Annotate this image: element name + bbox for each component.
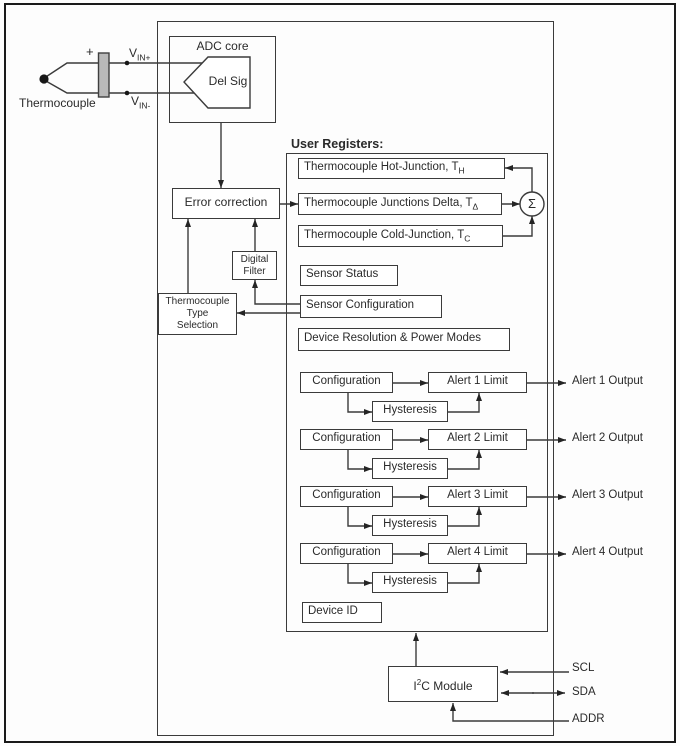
junction-dot-plus [124,60,130,66]
arrow-config-to-hysteresis-3 [347,507,372,529]
vin-plus-label: VIN+ [129,46,151,63]
alert3-output-label: Alert 3 Output [572,489,643,501]
terminal-block-icon [97,52,110,98]
register-hot-junction: Thermocouple Hot-Junction, TH [298,158,505,179]
digital-filter-line2: Filter [243,265,266,277]
arrow-config-to-hysteresis-2 [347,450,372,472]
register-junctions-delta: Thermocouple Junctions Delta, TΔ [298,193,502,215]
alert2-output-label: Alert 2 Output [572,432,643,444]
arrow-hysteresis-to-limit-4 [448,564,482,584]
device-boundary [157,21,554,736]
alert4-output-label: Alert 4 Output [572,546,643,558]
del-sig-label: Del Sig [208,74,248,88]
user-registers-title: User Registers: [291,137,384,151]
alert4-limit-box: Alert 4 Limit [428,543,527,564]
register-sensor-configuration: Sensor Configuration [300,295,442,318]
i2c-module-box: I2C Module [388,666,498,702]
arrow-config-to-hysteresis-4 [347,564,372,586]
alert1-configuration-box: Configuration [300,372,393,393]
alert1-limit-box: Alert 1 Limit [428,372,527,393]
delta-sigma-pentagon-icon [183,56,251,109]
digital-filter-box: Digital Filter [232,251,277,280]
user-registers-box [286,153,548,632]
register-device-resolution: Device Resolution & Power Modes [298,328,510,351]
thermocouple-type-selection-box: Thermocouple Type Selection [158,293,237,335]
plus-sign-label: + [86,44,94,59]
arrow-cold-to-sigma [503,216,535,237]
page-border [4,3,676,743]
arrow-sigma-to-hot [505,165,533,192]
alert2-limit-box: Alert 2 Limit [428,429,527,450]
junction-dot-minus [124,90,130,96]
alert1-output-label: Alert 1 Output [572,375,643,387]
digital-filter-line1: Digital [240,253,269,265]
alert3-limit-box: Alert 3 Limit [428,486,527,507]
adc-core-box [169,36,276,123]
arrow-hysteresis-to-limit-1 [448,393,482,413]
thermocouple-label: Thermocouple [19,96,96,110]
thermocouple-wire-top [44,62,207,79]
type-selection-line2: Type [186,308,209,320]
arrow-config-to-filter [252,280,300,305]
pin-sda-label: SDA [572,686,596,698]
arrow-hysteresis-to-limit-2 [448,450,482,470]
thermocouple-wire-bottom [44,79,200,94]
adc-core-title: ADC core [196,39,249,53]
register-device-id: Device ID [302,602,382,623]
type-selection-line3: Selection [176,319,219,331]
sigma-symbol: Σ [527,196,537,211]
alert3-configuration-box: Configuration [300,486,393,507]
alert1-hysteresis-box: Hysteresis [372,401,448,422]
alert4-configuration-box: Configuration [300,543,393,564]
arrow-config-to-hysteresis-1 [347,393,372,415]
error-correction-box: Error correction [172,188,280,219]
alert4-hysteresis-box: Hysteresis [372,572,448,593]
arrow-addr-to-i2c [450,703,569,722]
pin-scl-label: SCL [572,662,595,674]
arrow-hysteresis-to-limit-3 [448,507,482,527]
register-sensor-status: Sensor Status [300,265,398,286]
sigma-circle-icon [519,191,545,217]
pin-addr-label: ADDR [572,713,605,725]
alert2-configuration-box: Configuration [300,429,393,450]
register-cold-junction: Thermocouple Cold-Junction, TC [298,225,503,247]
alert2-hysteresis-box: Hysteresis [372,458,448,479]
alert3-hysteresis-box: Hysteresis [372,515,448,536]
type-selection-line1: Thermocouple [165,296,230,308]
thermocouple-tip-icon [39,74,49,84]
vin-minus-label: VIN- [131,94,151,111]
